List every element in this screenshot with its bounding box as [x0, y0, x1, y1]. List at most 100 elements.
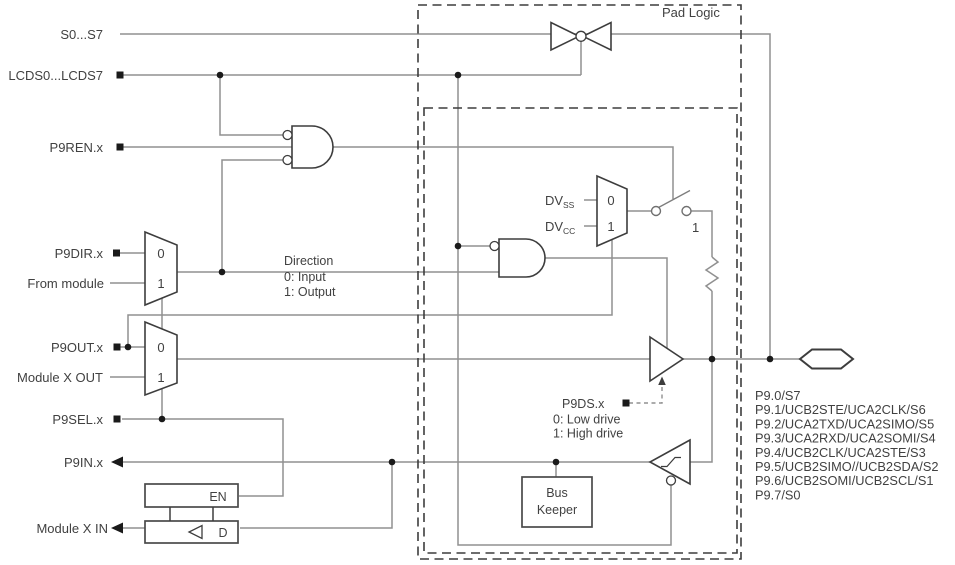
input-latch: [144, 483, 239, 544]
direction-note-input: 0: Input: [284, 270, 326, 284]
switch-contact-right: [681, 205, 692, 217]
inverter-bubble: [282, 154, 293, 166]
label-lcds: LCDS0...LCDS7: [8, 68, 103, 83]
label-p9in: P9IN.x: [64, 455, 104, 470]
wire-p9ds-dashed: [629, 381, 663, 404]
p9dir-mux-in0: 0: [157, 246, 164, 261]
wire-p9out-to-dvmux-select: [127, 238, 613, 347]
en-label: EN: [209, 490, 226, 504]
label-module-x-in: Module X IN: [36, 521, 108, 536]
pin-function-list: P9.0/S7 P9.1/UCB2STE/UCA2CLK/S6 P9.2/UCA…: [755, 388, 939, 502]
label-dvss: DV: [545, 193, 563, 208]
p9out-mux: [144, 320, 178, 397]
pin-label: P9.2/UCA2TXD/UCA2SIMO/S5: [755, 416, 934, 431]
wire-lcds-to-ren-and-top: [219, 75, 283, 136]
and-gate-body: [498, 238, 546, 278]
inverter-bubble: [489, 240, 500, 252]
p9ds-note-high: 1: High drive: [553, 427, 623, 441]
junction-dot: [218, 268, 226, 276]
pin-label: P9.4/UCB2CLK/UCA2STE/S3: [755, 445, 926, 460]
pin-label: P9.5/UCB2SIMO//UCB2SDA/S2: [755, 459, 939, 474]
schmitt-triangle: [648, 438, 691, 486]
dv-mux-in0: 0: [607, 193, 614, 208]
pin-label: P9.3/UCA2RXD/UCA2SOMI/S4: [755, 431, 936, 446]
transmission-gate-icon: [550, 21, 612, 52]
wire-dir-and-out-to-driver-enable: [545, 257, 668, 348]
wire-ren-and-out-to-switch: [333, 146, 674, 199]
junction-dot: [216, 71, 224, 79]
and-gate-body: [291, 125, 334, 169]
signal-terminals: [111, 71, 630, 534]
dv-mux-in1: 1: [607, 219, 614, 234]
direction-and-gate: [489, 238, 546, 278]
d-label: D: [218, 526, 227, 540]
terminal-square: [113, 415, 121, 423]
pin-label: P9.6/UCB2SOMI/UCB2SCL/S1: [755, 473, 934, 488]
module-x-in-arrow: [111, 522, 123, 534]
pin-label: P9.0/S7: [755, 388, 801, 403]
terminal-square: [116, 143, 124, 151]
switch-lever: [658, 189, 691, 209]
label-dvcc: DV: [545, 219, 563, 234]
pin-label: P9.1/UCB2STE/UCA2CLK/S6: [755, 402, 926, 417]
dv-mux: [596, 174, 628, 248]
input-schmitt-buffer: [648, 438, 691, 486]
resistor: [704, 256, 720, 292]
p9ds-arrowhead: [658, 376, 666, 385]
label-p9out: P9OUT.x: [51, 340, 104, 355]
wires: [110, 33, 800, 546]
tgate-left-triangle: [550, 21, 581, 52]
p9in-arrow: [111, 456, 123, 468]
label-module-x-out: Module X OUT: [17, 370, 103, 385]
switch-contact-left: [650, 205, 662, 217]
pullup-switch: [650, 205, 692, 217]
pullup-enable-and-gate: [282, 125, 334, 169]
pad-logic-inner-box: [423, 107, 738, 554]
terminal-square: [113, 249, 120, 257]
p9dir-mux-in1: 1: [157, 276, 164, 291]
bus-keeper-label-1: Bus: [546, 486, 568, 500]
terminal-square: [113, 343, 121, 351]
wire-s0s7-to-pad: [120, 33, 771, 359]
junction-dot: [766, 355, 774, 363]
wire-p9sel-to-en: [122, 418, 284, 497]
bus-keeper-label-2: Keeper: [537, 503, 577, 517]
terminal-square: [116, 71, 124, 79]
pad-logic-outer-box: [417, 4, 742, 560]
bus-keeper-box: [521, 476, 593, 528]
direction-note-output: 1: Output: [284, 285, 336, 299]
junction-dots: [124, 71, 774, 466]
wire-switch-to-resistor: [690, 210, 713, 257]
junction-dot: [124, 343, 132, 351]
p9out-mux-in0: 0: [157, 340, 164, 355]
switch-position-label: 1: [692, 220, 699, 235]
label-p9dir: P9DIR.x: [55, 246, 104, 261]
label-dvcc-sub: CC: [563, 226, 575, 236]
enable-bubble: [665, 475, 677, 486]
output-driver-triangle: [649, 335, 685, 383]
pin-label: P9.7/S0: [755, 487, 801, 502]
junction-dot: [454, 71, 462, 79]
junction-dot: [388, 458, 396, 466]
p9out-mux-in1: 1: [157, 370, 164, 385]
p9dir-mux: [144, 230, 178, 307]
hysteresis-icon: [661, 456, 681, 468]
direction-note-title: Direction: [284, 254, 333, 268]
wire-direction-to-ren-and-bottom: [221, 159, 283, 272]
wire-pad-to-schmitt: [690, 359, 713, 463]
tgate-bubble: [575, 30, 587, 42]
en-box: [144, 483, 239, 508]
label-from-module: From module: [27, 276, 104, 291]
pad-hexagon: [798, 348, 855, 370]
pad-logic-title: Pad Logic: [662, 5, 720, 20]
wire-p9in-to-dlatch: [240, 462, 393, 529]
junction-dot: [454, 242, 462, 250]
label-s0-s7: S0...S7: [60, 27, 103, 42]
label-p9ds: P9DS.x: [562, 397, 605, 411]
clock-triangle-icon: [187, 524, 203, 540]
junction-dot: [552, 458, 560, 466]
inverter-bubble: [282, 129, 293, 141]
junction-dot: [708, 355, 716, 363]
p9ds-note-low: 0: Low drive: [553, 413, 620, 427]
